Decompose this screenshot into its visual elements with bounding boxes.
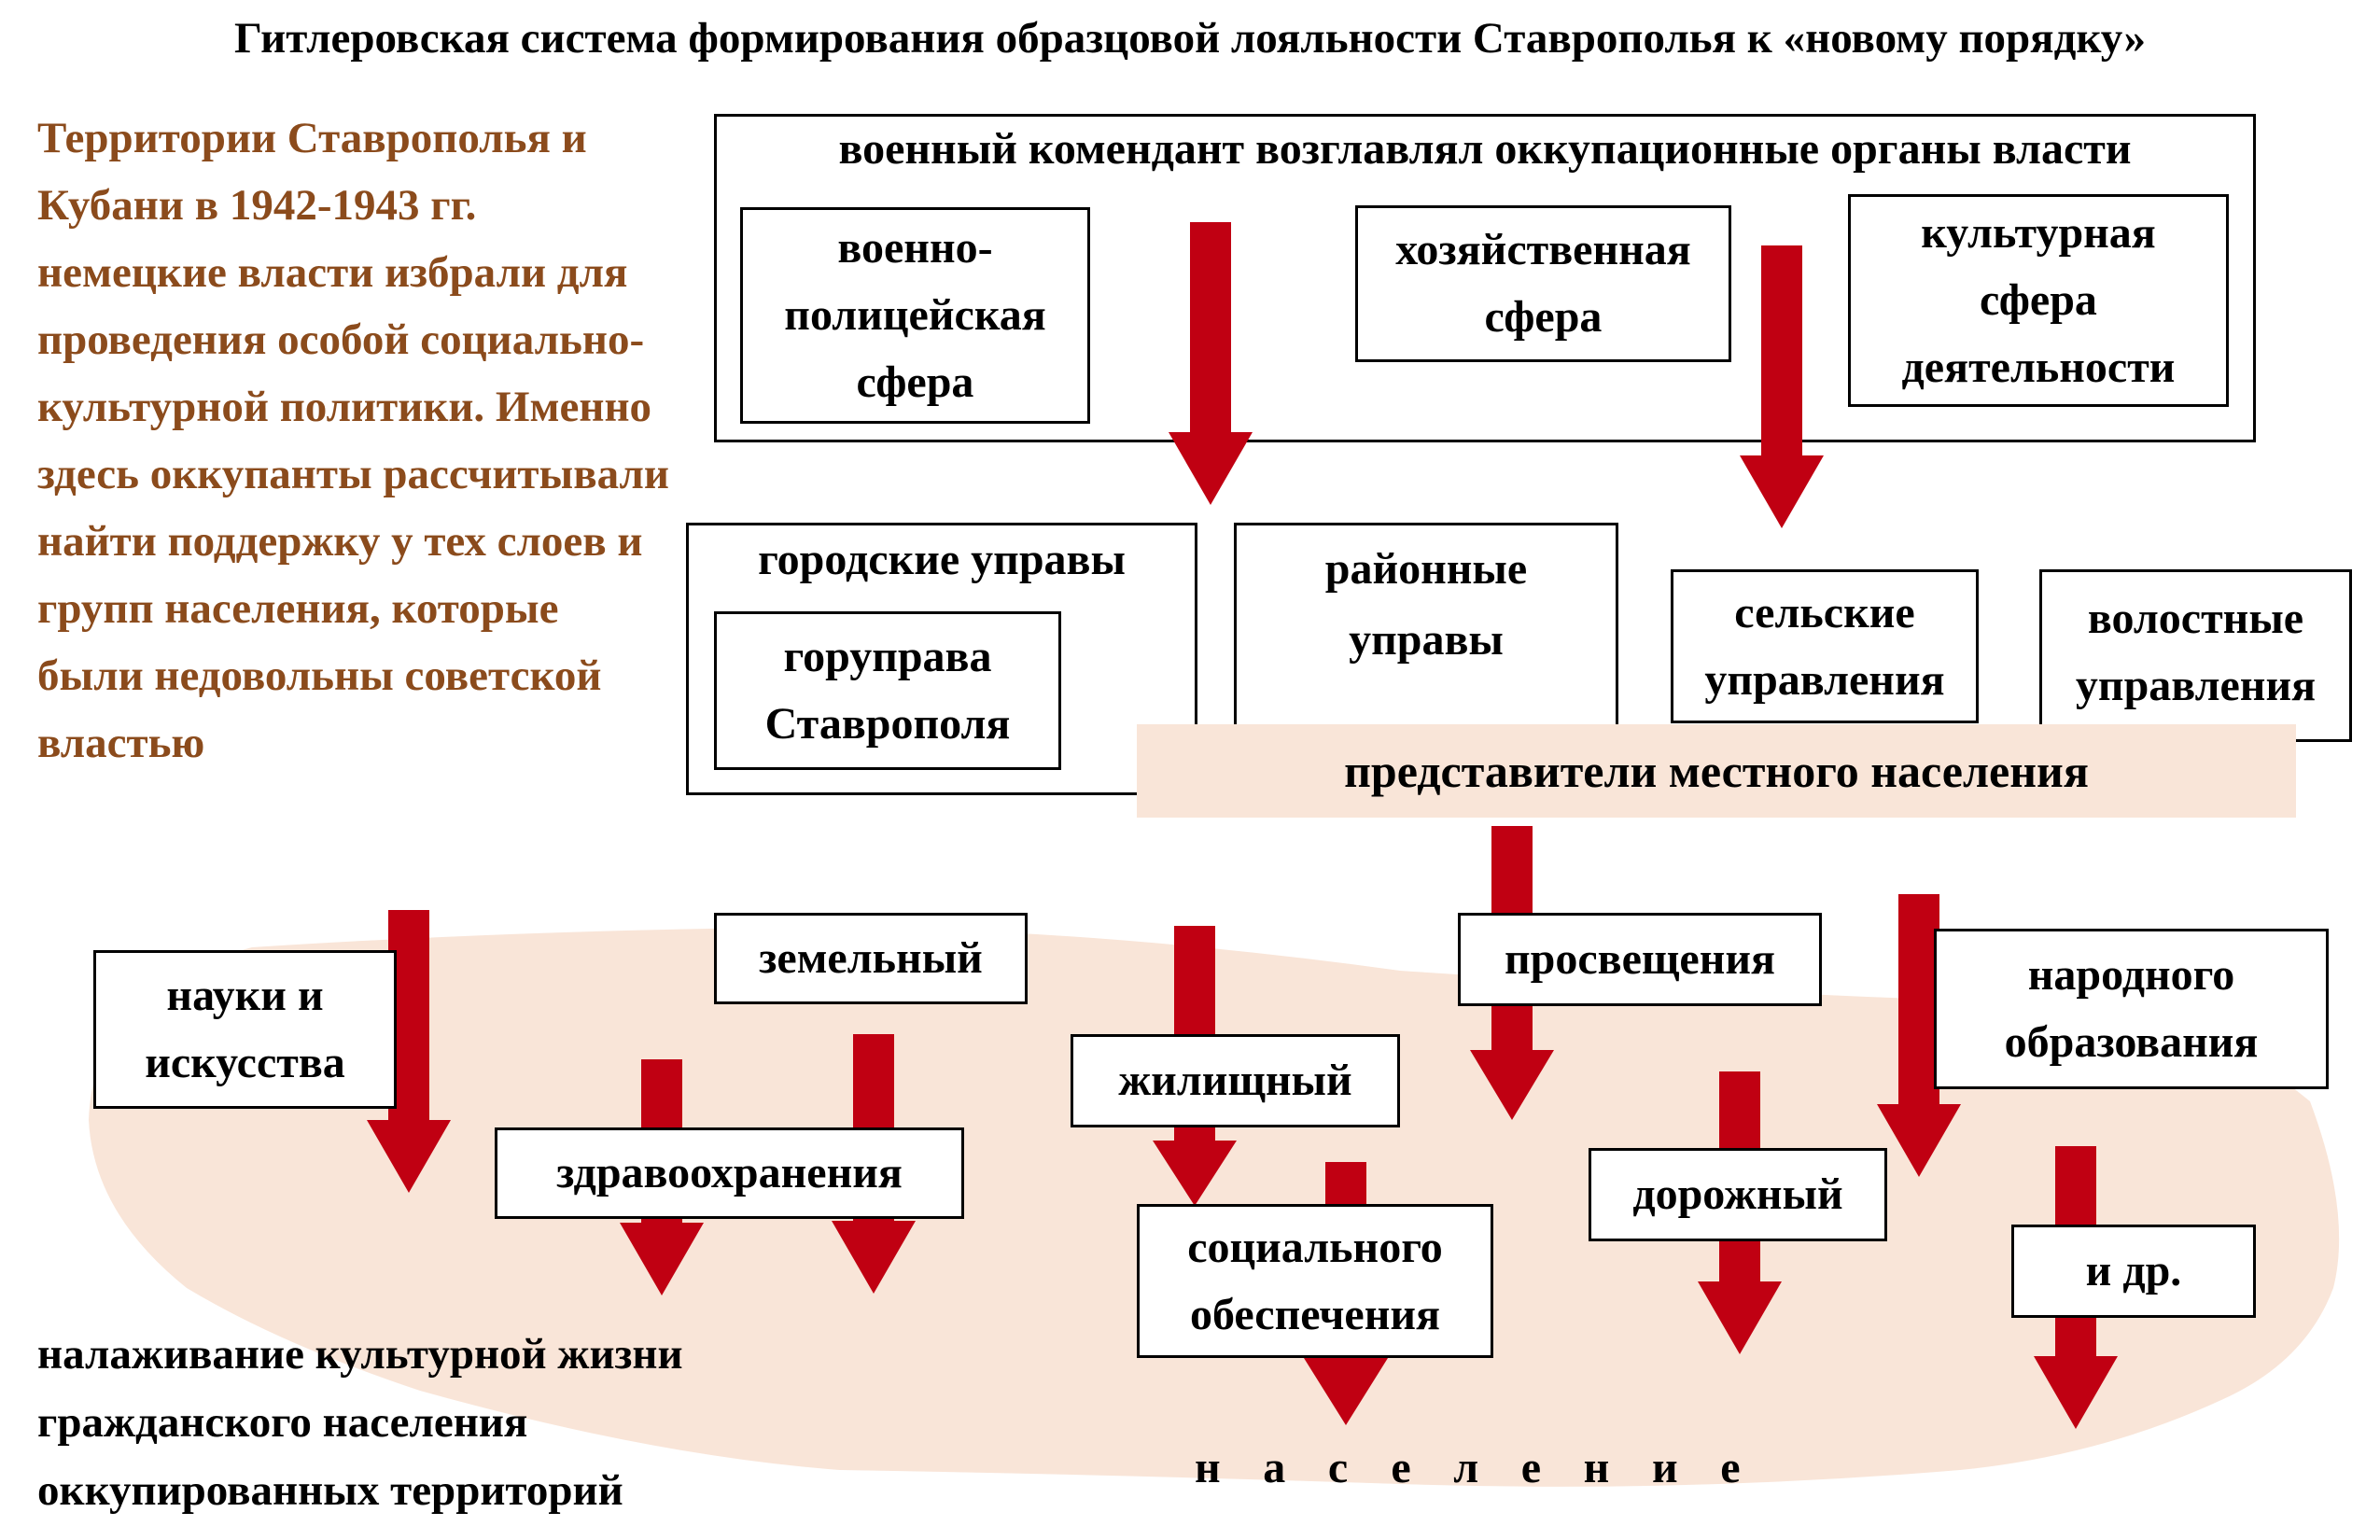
page-title: Гитлеровская система формирования образц… [234, 14, 2146, 63]
dept-other: и др. [2011, 1225, 2256, 1318]
dept-healthcare: здравоохранения [495, 1127, 964, 1219]
sphere-economic: хозяйственная сфера [1355, 205, 1731, 362]
arrow-folk-ed [1877, 894, 1961, 1177]
stavropol-city-administration: горуправа Ставрополя [714, 611, 1061, 770]
sphere-military-police: военно-полицейская сфера [740, 207, 1090, 424]
dept-land: земельный [714, 913, 1028, 1004]
arrow-commandant-right [1740, 245, 1824, 528]
local-representatives-band: представители местного населения [1137, 724, 2296, 818]
bottom-note: налаживание культурной жизни гражданског… [37, 1330, 683, 1515]
sphere-cultural: культурная сфера деятельности [1848, 194, 2229, 407]
dept-road: дорожный [1589, 1148, 1887, 1241]
commandant-label: военный комендант возглавлял оккупационн… [838, 124, 2132, 174]
dept-social-security: социального обеспечения [1137, 1204, 1493, 1358]
city-administrations-label: городские управы [758, 535, 1126, 584]
district-administrations-label: районные управы [1324, 544, 1528, 665]
population-label: население [1195, 1443, 1784, 1492]
dept-education: просвещения [1458, 913, 1822, 1006]
dept-folk-education: народного образования [1934, 929, 2329, 1089]
dept-science-arts: науки и искусства [93, 950, 397, 1109]
arrow-science [367, 910, 451, 1193]
dept-housing: жилищный [1071, 1034, 1400, 1127]
volost-administrations: волостные управления [2039, 569, 2352, 742]
village-administrations: сельские управления [1671, 569, 1979, 723]
arrow-commandant-left [1169, 222, 1253, 505]
intro-text: Территории Ставрополья и Кубани в 1942-1… [37, 114, 669, 767]
